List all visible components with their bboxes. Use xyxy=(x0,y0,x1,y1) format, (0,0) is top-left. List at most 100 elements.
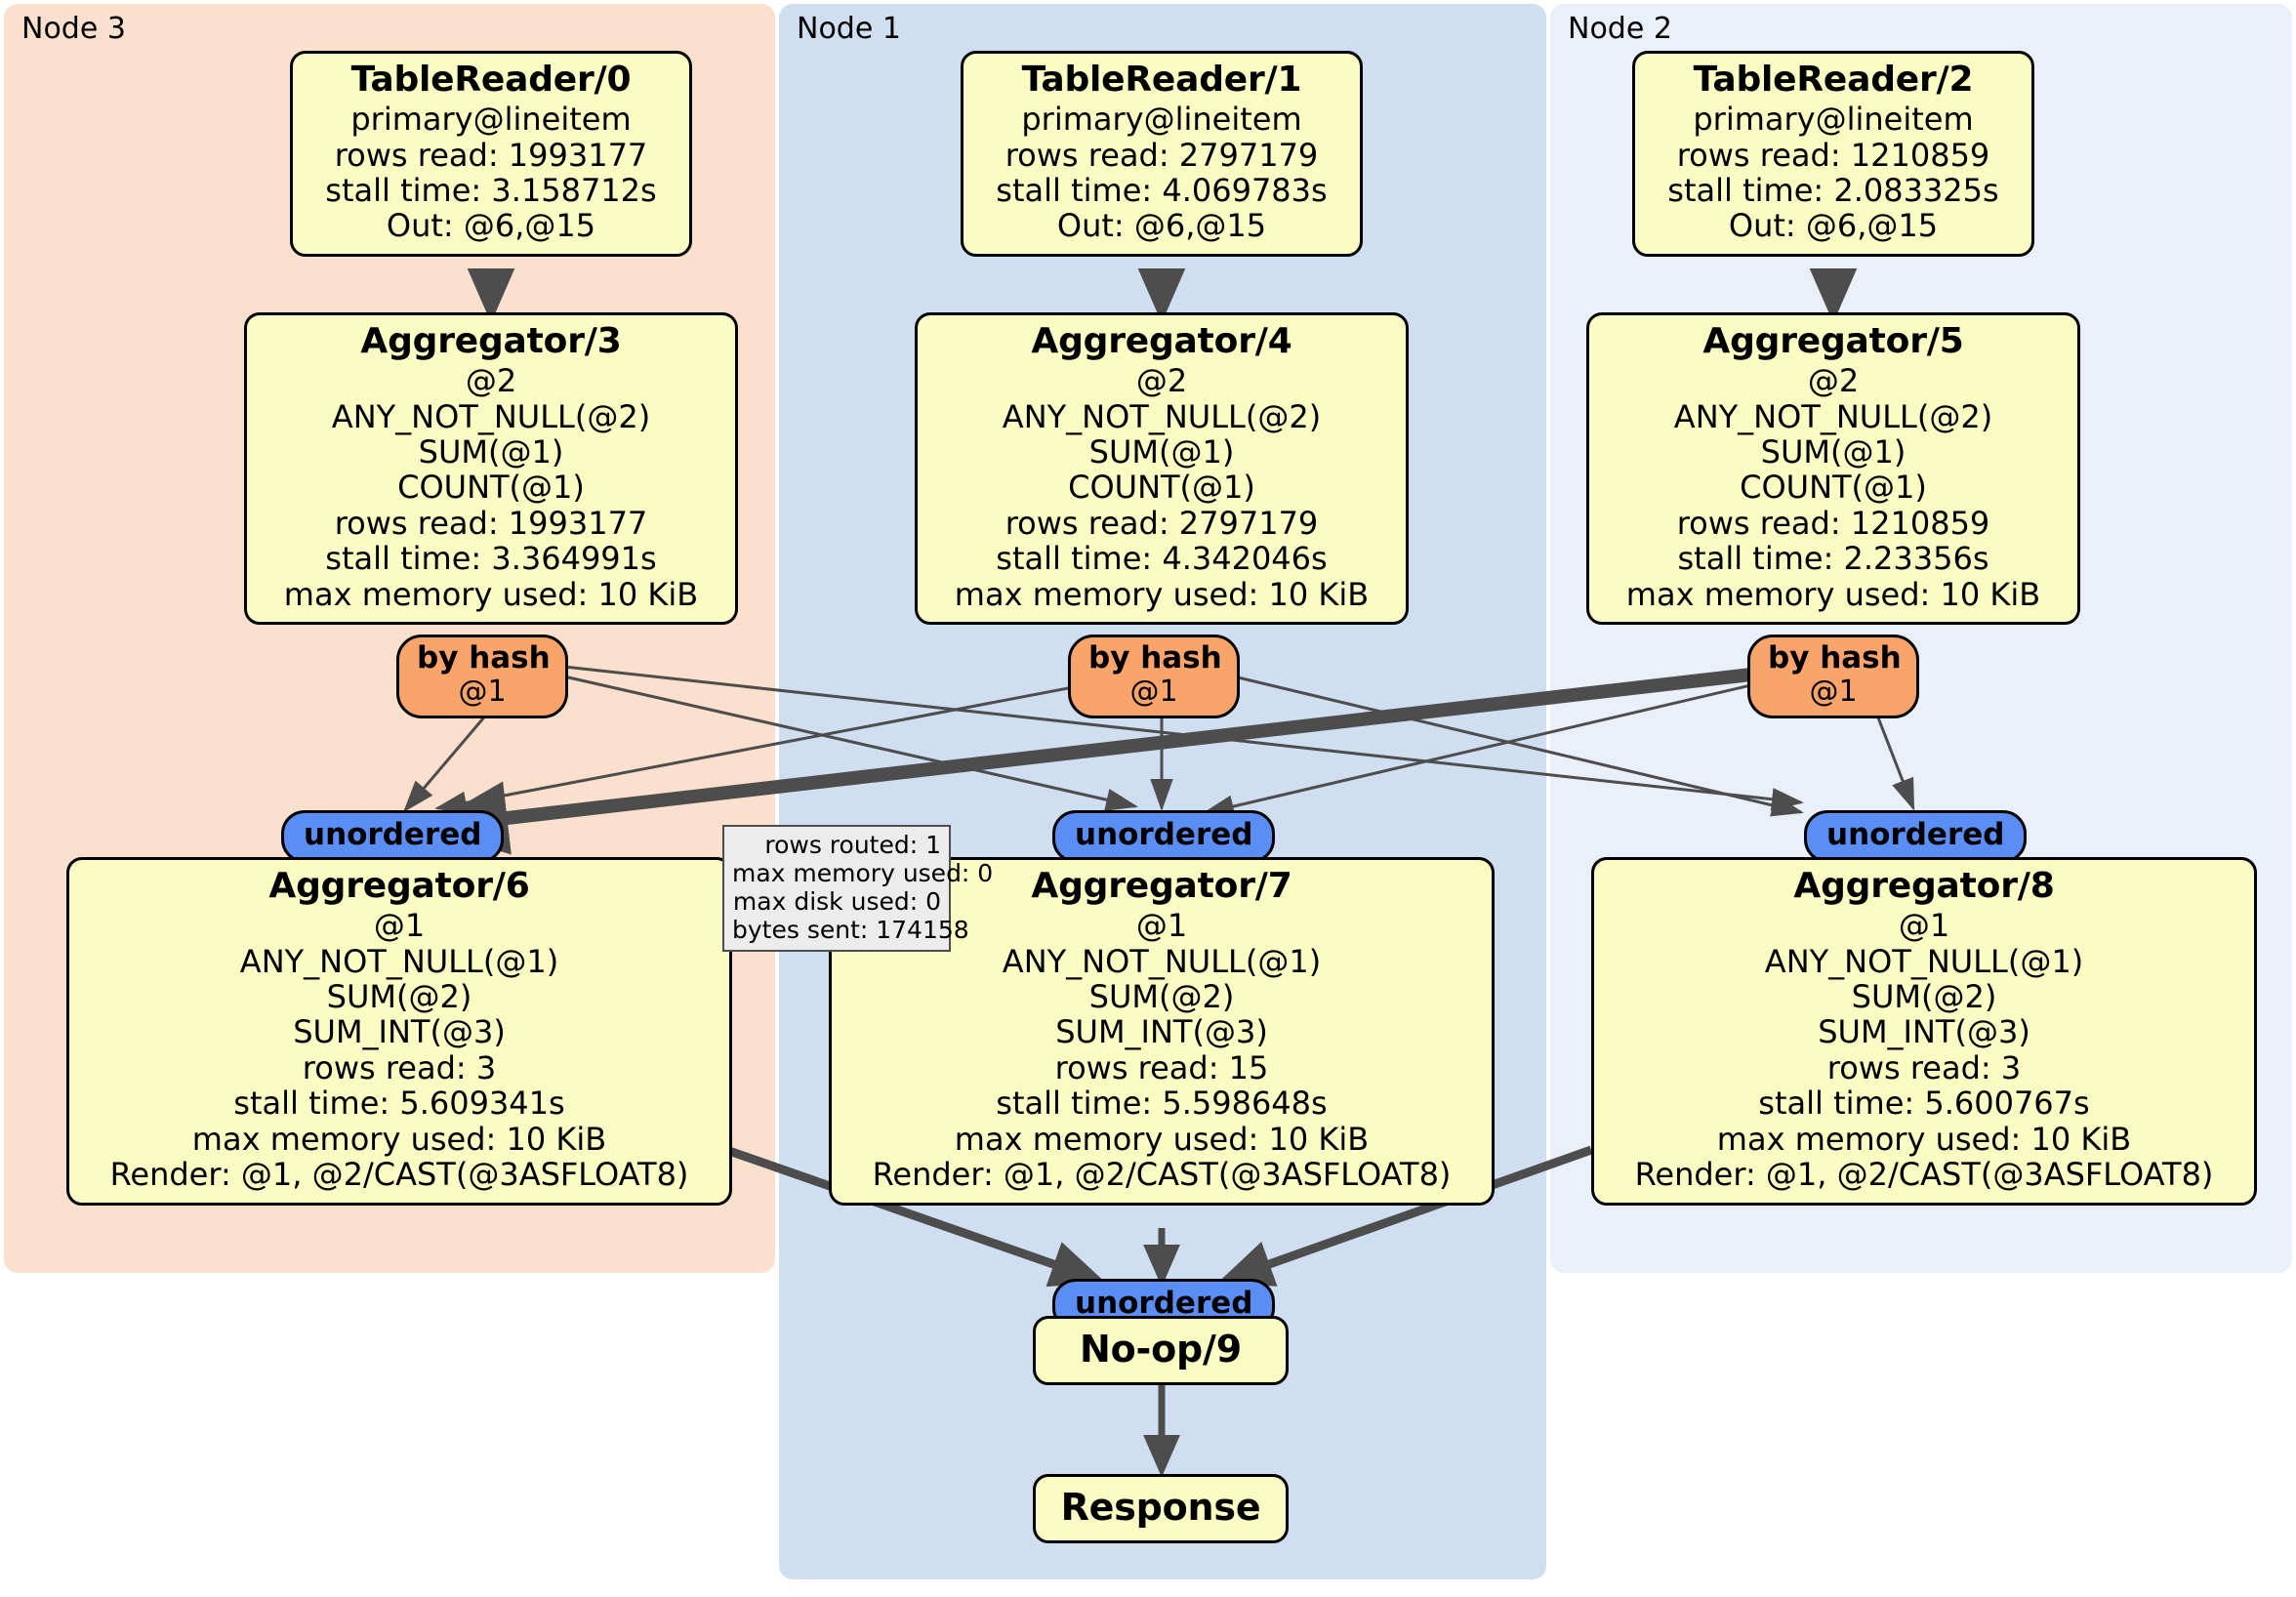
processor-line: rows read: 3 xyxy=(1826,1048,2022,1086)
processor-table-reader-2[interactable]: TableReader/2 primary@lineitem rows read… xyxy=(1632,51,2034,257)
processor-line: stall time: 5.609341s xyxy=(233,1085,565,1123)
processor-aggregator-6[interactable]: Aggregator/6 @1 ANY_NOT_NULL(@1) SUM(@2)… xyxy=(66,857,732,1206)
stream-unordered-6[interactable]: unordered xyxy=(281,810,505,863)
stream-unordered-8[interactable]: unordered xyxy=(1804,810,2028,863)
processor-title: No-op/9 xyxy=(1080,1328,1242,1371)
processor-title: Aggregator/5 xyxy=(1702,321,1964,361)
processor-line: Render: @1, @2/CAST(@3ASFLOAT8) xyxy=(1634,1156,2214,1194)
processor-line: ANY_NOT_NULL(@2) xyxy=(1002,397,1322,435)
stream-unordered-7[interactable]: unordered xyxy=(1052,810,1276,863)
processor-table-reader-0[interactable]: TableReader/0 primary@lineitem rows read… xyxy=(290,51,692,257)
processor-line: ANY_NOT_NULL(@1) xyxy=(239,942,559,980)
processor-line: @1 xyxy=(373,907,426,945)
panel-node-3-label: Node 3 xyxy=(21,12,126,46)
processor-title: Aggregator/6 xyxy=(268,866,530,906)
processor-line: Out: @6,@15 xyxy=(1056,207,1267,245)
stream-label: unordered xyxy=(304,817,482,852)
processor-line: SUM_INT(@3) xyxy=(293,1013,506,1051)
router-by-hash-5[interactable]: by hash @1 xyxy=(1747,635,1919,719)
processor-line: ANY_NOT_NULL(@1) xyxy=(1764,942,2084,980)
stat-line: rows routed: 1 xyxy=(764,831,941,859)
processor-aggregator-5[interactable]: Aggregator/5 @2 ANY_NOT_NULL(@2) SUM(@1)… xyxy=(1586,312,2080,626)
processor-line: @2 xyxy=(465,362,517,400)
processor-line: max memory used: 10 KiB xyxy=(191,1120,607,1158)
processor-line: rows read: 3 xyxy=(302,1048,497,1086)
processor-line: rows read: 1993177 xyxy=(334,504,648,542)
processor-line: stall time: 3.364991s xyxy=(325,540,657,578)
processor-title: Aggregator/7 xyxy=(1031,866,1292,906)
processor-line: stall time: 5.600767s xyxy=(1758,1085,2090,1123)
processor-line: stall time: 4.342046s xyxy=(996,540,1328,578)
processor-line: SUM(@2) xyxy=(326,977,472,1015)
processor-line: Out: @6,@15 xyxy=(1728,207,1939,245)
router-title: by hash xyxy=(417,640,551,676)
processor-noop-9[interactable]: No-op/9 xyxy=(1033,1316,1289,1386)
processor-line: SUM_INT(@3) xyxy=(1055,1013,1268,1051)
stat-line: max disk used: 0 xyxy=(732,887,941,916)
processor-line: primary@lineitem xyxy=(350,101,632,139)
processor-line: SUM(@2) xyxy=(1851,977,1997,1015)
router-title: by hash xyxy=(1768,640,1902,676)
processor-line: Render: @1, @2/CAST(@3ASFLOAT8) xyxy=(109,1156,689,1194)
panel-node-2-label: Node 2 xyxy=(1568,12,1672,46)
processor-title: TableReader/2 xyxy=(1693,60,1974,100)
processor-line: SUM(@1) xyxy=(418,432,564,471)
processor-line: max memory used: 10 KiB xyxy=(1716,1120,2132,1158)
processor-line: Render: @1, @2/CAST(@3ASFLOAT8) xyxy=(872,1156,1452,1194)
processor-line: ANY_NOT_NULL(@1) xyxy=(1002,942,1322,980)
router-by-hash-4[interactable]: by hash @1 xyxy=(1068,635,1240,719)
processor-line: SUM_INT(@3) xyxy=(1818,1013,2030,1051)
processor-line: @1 xyxy=(1898,907,1950,945)
processor-line: @1 xyxy=(1135,907,1188,945)
processor-line: @2 xyxy=(1807,362,1860,400)
router-title: by hash xyxy=(1088,640,1222,676)
router-stats-tooltip: rows routed: 1 max memory used: 0 max di… xyxy=(722,825,994,952)
processor-title: Aggregator/8 xyxy=(1793,866,2055,906)
processor-title: TableReader/0 xyxy=(350,60,632,100)
stream-label: unordered xyxy=(1075,817,1253,852)
router-column: @1 xyxy=(1809,674,1858,709)
processor-aggregator-8[interactable]: Aggregator/8 @1 ANY_NOT_NULL(@1) SUM(@2)… xyxy=(1591,857,2257,1206)
stat-line: bytes sent: 174158 xyxy=(732,916,969,944)
processor-aggregator-3[interactable]: Aggregator/3 @2 ANY_NOT_NULL(@2) SUM(@1)… xyxy=(244,312,738,626)
processor-line: COUNT(@1) xyxy=(1740,469,1927,507)
processor-line: max memory used: 10 KiB xyxy=(954,1120,1370,1158)
processor-line: ANY_NOT_NULL(@2) xyxy=(1673,397,1993,435)
processor-line: max memory used: 10 KiB xyxy=(1625,575,2041,613)
processor-line: primary@lineitem xyxy=(1693,101,1974,139)
processor-title: Response xyxy=(1060,1486,1261,1529)
processor-line: COUNT(@1) xyxy=(397,469,585,507)
processor-line: stall time: 3.158712s xyxy=(325,171,657,209)
processor-line: COUNT(@1) xyxy=(1068,469,1255,507)
router-by-hash-3[interactable]: by hash @1 xyxy=(396,635,568,719)
processor-title: Aggregator/4 xyxy=(1031,321,1292,361)
processor-line: primary@lineitem xyxy=(1021,101,1302,139)
processor-title: TableReader/1 xyxy=(1021,60,1302,100)
processor-line: SUM(@2) xyxy=(1088,977,1235,1015)
processor-title: Aggregator/3 xyxy=(360,321,622,361)
processor-line: stall time: 2.23356s xyxy=(1677,540,1989,578)
processor-line: ANY_NOT_NULL(@2) xyxy=(331,397,651,435)
router-column: @1 xyxy=(1129,674,1178,709)
panel-node-1-label: Node 1 xyxy=(797,12,901,46)
processor-table-reader-1[interactable]: TableReader/1 primary@lineitem rows read… xyxy=(961,51,1363,257)
stream-label: unordered xyxy=(1075,1286,1253,1321)
processor-line: rows read: 2797179 xyxy=(1004,504,1319,542)
processor-line: rows read: 15 xyxy=(1054,1048,1269,1086)
processor-line: rows read: 1210859 xyxy=(1676,504,1990,542)
processor-aggregator-7[interactable]: Aggregator/7 @1 ANY_NOT_NULL(@1) SUM(@2)… xyxy=(829,857,1495,1206)
router-column: @1 xyxy=(458,674,507,709)
processor-line: rows read: 1993177 xyxy=(334,136,648,174)
processor-line: stall time: 2.083325s xyxy=(1667,171,1999,209)
processor-line: rows read: 1210859 xyxy=(1676,136,1990,174)
processor-response[interactable]: Response xyxy=(1033,1474,1289,1544)
stream-label: unordered xyxy=(1826,817,2005,852)
processor-line: @2 xyxy=(1135,362,1188,400)
processor-line: max memory used: 10 KiB xyxy=(954,575,1370,613)
stat-line: max memory used: 0 xyxy=(732,859,994,887)
processor-line: max memory used: 10 KiB xyxy=(283,575,699,613)
processor-line: stall time: 4.069783s xyxy=(996,171,1328,209)
processor-line: rows read: 2797179 xyxy=(1004,136,1319,174)
processor-aggregator-4[interactable]: Aggregator/4 @2 ANY_NOT_NULL(@2) SUM(@1)… xyxy=(915,312,1409,626)
